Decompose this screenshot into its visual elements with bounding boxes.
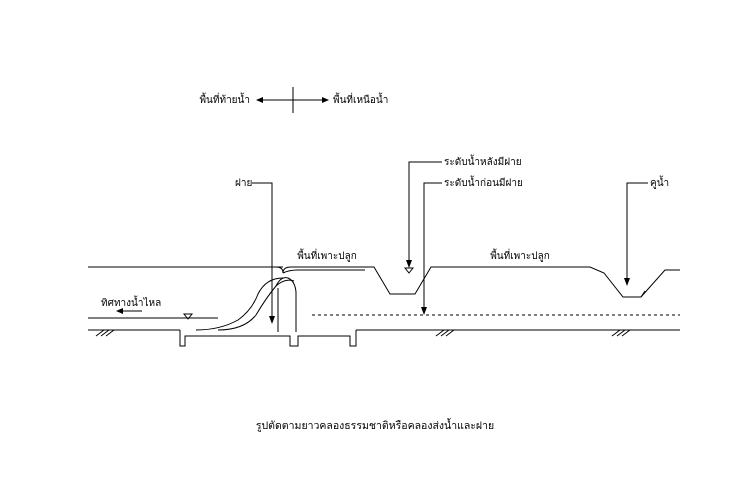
weir-foundation	[179, 330, 357, 347]
farmland-surface-right	[640, 290, 646, 298]
water-level-after-pointer	[408, 161, 442, 262]
ditch-pointer	[626, 182, 648, 280]
weir-ogee-face	[195, 277, 284, 331]
upstream-arrowhead	[322, 97, 329, 103]
weir-label: ฝาย	[235, 178, 252, 189]
terrain	[88, 266, 680, 331]
hatch-mark-3	[611, 329, 631, 337]
diagram-caption: รูปตัดตามยาวคลองธรรมชาติหรือคลองส่งน้ำแล…	[256, 418, 494, 432]
upstream-label: พื้นที่เหนือน้ำ	[333, 92, 388, 106]
weir-pointer-arrow	[269, 316, 275, 324]
water-level-after-weir	[282, 266, 680, 298]
water-level-after-label: ระดับน้ำหลังมีฝาย	[444, 154, 522, 168]
hatch-mark-2	[435, 329, 455, 337]
weir-structure	[179, 277, 357, 347]
ditch-pointer-arrow	[624, 278, 630, 286]
water-level-before-arrow	[421, 307, 427, 315]
upstream-ground-line	[88, 266, 284, 274]
hatch-mark-1	[95, 329, 115, 337]
farmland-left-label: พื้นที่เพาะปลูก	[297, 248, 357, 262]
water-level-after-arrow	[406, 260, 412, 268]
weir-ogee-inner	[217, 279, 295, 331]
weir-pointer	[252, 182, 273, 318]
ground-hatching	[95, 329, 631, 337]
water-level-symbol-upstream	[403, 267, 415, 274]
farmland-surface	[282, 269, 365, 274]
flow-direction-label: ทิศทางน้ำไหล	[101, 295, 161, 309]
farmland-right-label: พื้นที่เพาะปลูก	[490, 248, 550, 262]
annotations: ฝาย ระดับน้ำหลังมีฝาย ระดับน้ำก่อนมีฝาย …	[235, 154, 669, 324]
ditch-label: คูน้ำ	[650, 175, 669, 189]
weir-crest	[275, 277, 297, 332]
flow-direction: ทิศทางน้ำไหล	[101, 295, 161, 314]
flow-direction-arrowhead	[116, 308, 123, 314]
water-level-before-label: ระดับน้ำก่อนมีฝาย	[444, 175, 523, 189]
downstream-arrowhead	[256, 97, 263, 103]
direction-indicator: พื้นที่ท้ายน้ำ พื้นที่เหนือน้ำ	[199, 87, 388, 113]
water-level-symbol-downstream	[182, 313, 194, 320]
downstream-label: พื้นที่ท้ายน้ำ	[199, 92, 250, 106]
water-level-before-pointer	[423, 182, 442, 309]
